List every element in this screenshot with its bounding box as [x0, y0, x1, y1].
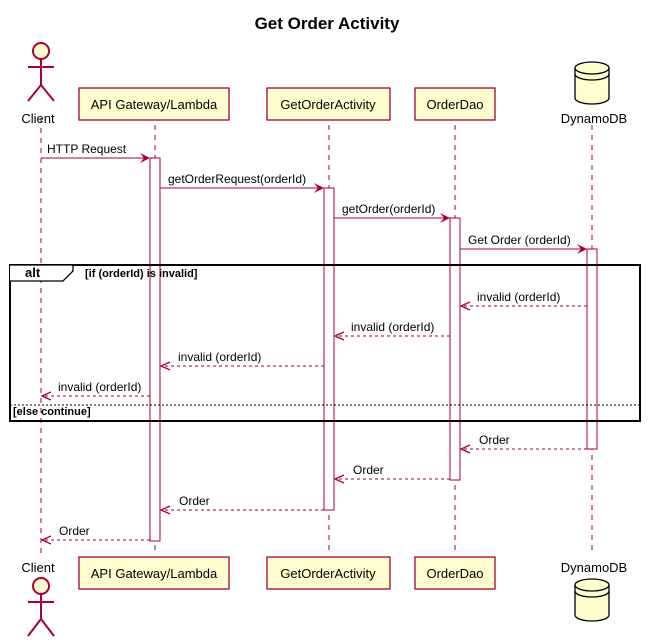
- participant-label-gateway: API Gateway/Lambda: [91, 97, 218, 112]
- actor-icon: [32, 42, 50, 60]
- participant-activity-top: GetOrderActivity: [266, 87, 391, 121]
- message-label-8: invalid (orderId): [58, 380, 141, 394]
- message-label-3: getOrder(orderId): [342, 202, 435, 216]
- lifelines: [40, 118, 593, 555]
- activation-activity: [323, 187, 335, 511]
- database-icon: [574, 585, 610, 622]
- participant-label-dao: OrderDao: [426, 97, 483, 112]
- activations: [149, 157, 598, 542]
- database-db-top: DynamoDB: [561, 61, 627, 126]
- participant-label-client: Client: [21, 111, 55, 126]
- actor-client-bottom: Client: [21, 560, 55, 637]
- participant-activity-bottom: GetOrderActivity: [266, 556, 391, 590]
- message-label-10: Order: [353, 463, 384, 477]
- message-arrows: [41, 153, 587, 540]
- actor-icon: [32, 577, 50, 595]
- participant-label-db: DynamoDB: [561, 111, 627, 126]
- actor-client-top: Client: [21, 42, 55, 126]
- participant-label-activity-bottom: GetOrderActivity: [280, 566, 376, 581]
- else-condition: [else continue]: [13, 406, 91, 418]
- participant-dao-bottom: OrderDao: [414, 556, 496, 590]
- participant-label-dao-bottom: OrderDao: [426, 566, 483, 581]
- database-db-bottom: DynamoDB: [561, 560, 627, 622]
- message-label-12: Order: [59, 524, 90, 538]
- activation-dao: [449, 217, 461, 481]
- diagram-title: Get Order Activity: [255, 14, 400, 33]
- participant-dao-top: OrderDao: [414, 87, 496, 121]
- alt-condition: [if (orderId) is invalid]: [85, 268, 198, 280]
- participant-label-activity: GetOrderActivity: [280, 97, 376, 112]
- message-label-1: HTTP Request: [47, 142, 127, 156]
- participants-top: Client API Gateway/Lambda GetOrderActivi…: [21, 42, 627, 126]
- message-label-11: Order: [179, 494, 210, 508]
- participant-label-db-bottom: DynamoDB: [561, 560, 627, 575]
- participants-bottom: Client API Gateway/Lambda GetOrderActivi…: [21, 556, 627, 637]
- alt-fragment: alt [if (orderId) is invalid] [else cont…: [9, 264, 641, 422]
- message-label-2: getOrderRequest(orderId): [168, 172, 306, 186]
- participant-gateway-bottom: API Gateway/Lambda: [78, 556, 230, 590]
- participant-gateway-top: API Gateway/Lambda: [78, 87, 230, 121]
- message-label-9: Order: [479, 433, 510, 447]
- database-icon: [574, 68, 610, 105]
- message-label-5: invalid (orderId): [477, 290, 560, 304]
- message-labels: HTTP Request getOrderRequest(orderId) ge…: [47, 142, 571, 538]
- alt-keyword: alt: [25, 265, 41, 280]
- alt-frame: [9, 264, 641, 422]
- activation-db: [586, 248, 598, 450]
- activation-gateway: [149, 157, 161, 542]
- message-label-6: invalid (orderId): [351, 320, 434, 334]
- message-label-7: invalid (orderId): [178, 350, 261, 364]
- participant-label-gateway-bottom: API Gateway/Lambda: [91, 566, 218, 581]
- alt-tab: [10, 264, 74, 282]
- participant-label-client-bottom: Client: [21, 560, 55, 575]
- message-label-4: Get Order (orderId): [468, 233, 571, 247]
